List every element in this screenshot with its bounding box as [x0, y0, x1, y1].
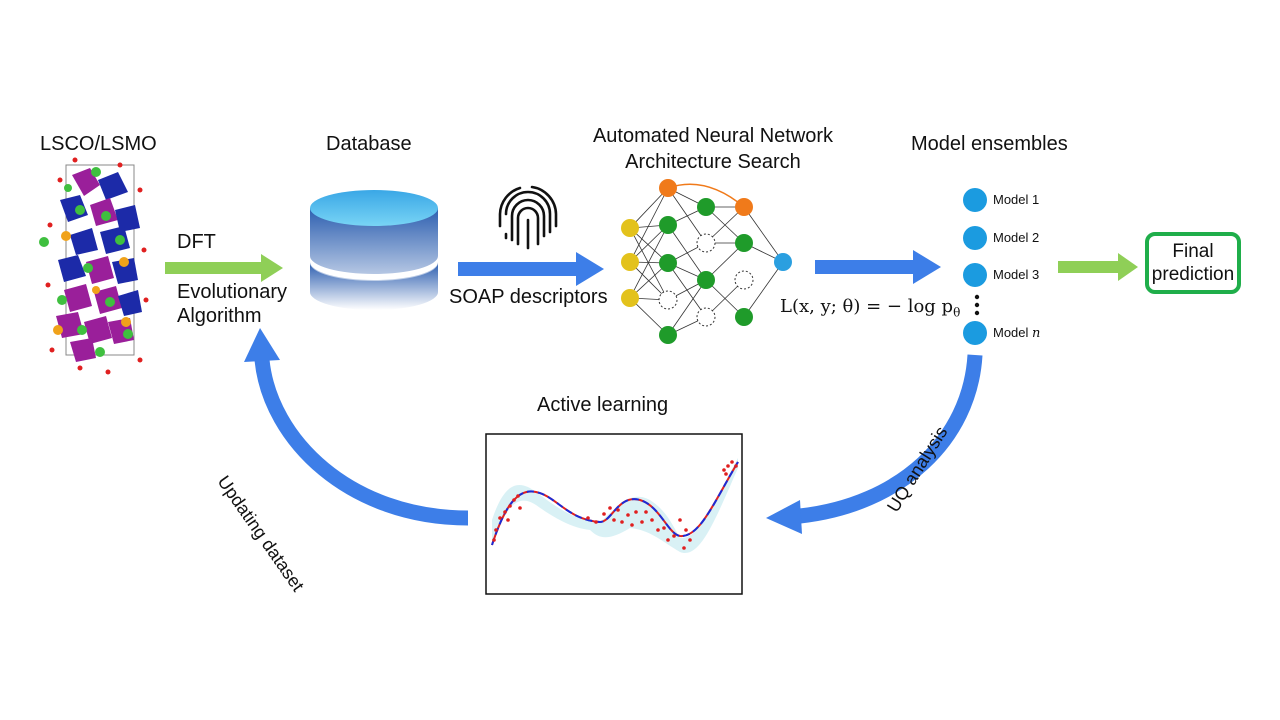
loss-equation: L(x, y; θ) = − log pθ [780, 296, 960, 320]
fingerprint-icon [498, 185, 558, 250]
evolutionary-line1: Evolutionary [177, 281, 288, 303]
model-ensemble-nodes [963, 188, 987, 345]
active-learning-label: Active learning [537, 394, 669, 416]
model-1-label: Model 1 [993, 192, 1040, 207]
model-n-var: n [1032, 326, 1041, 341]
dft-label: DFT [177, 231, 216, 253]
ellipsis-dots [974, 294, 980, 316]
model-n-prefix: Model [993, 325, 1033, 340]
uq-curved-arrow [766, 354, 983, 534]
database-label: Database [326, 133, 412, 155]
green-arrow-final [1058, 253, 1138, 281]
green-arrow-dft [165, 254, 283, 282]
nas-title: Automated Neural Network Architecture Se… [560, 123, 866, 175]
updating-curved-arrow [244, 328, 469, 526]
blue-arrow-soap [458, 252, 604, 286]
blue-arrow-ensembles [815, 250, 941, 284]
crystal-structure-image [39, 157, 149, 375]
ensembles-label: Model ensembles [911, 133, 1068, 155]
nas-title-line1: Automated Neural Network [592, 125, 834, 147]
active-learning-plot [485, 433, 743, 595]
neural-network-diagram [621, 179, 792, 344]
final-line2: prediction [1151, 264, 1235, 285]
evolutionary-line2: Algorithm [177, 305, 262, 327]
loss-equation-subscript: θ [953, 305, 961, 320]
model-n-label: Model n [993, 325, 1040, 341]
evolutionary-algorithm-label: Evolutionary Algorithm [177, 280, 287, 328]
final-line1: Final [1172, 241, 1214, 262]
database-icon [310, 190, 438, 310]
model-2-label: Model 2 [993, 230, 1040, 245]
nas-title-line2: Architecture Search [625, 151, 801, 173]
material-label: LSCO/LSMO [40, 133, 157, 155]
soap-descriptors-label: SOAP descriptors [449, 286, 608, 308]
model-3-label: Model 3 [993, 267, 1040, 282]
loss-equation-text: L(x, y; θ) = − log p [780, 296, 954, 317]
final-prediction-box: Final prediction [1145, 232, 1241, 294]
